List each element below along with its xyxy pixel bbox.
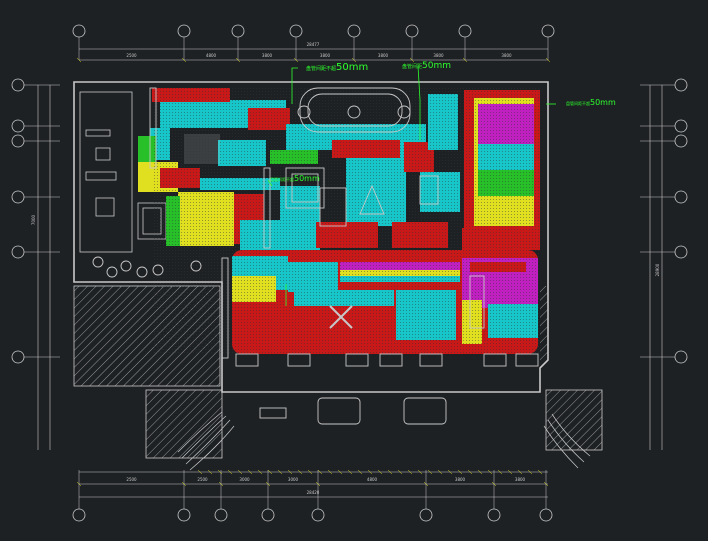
dense-tick: [337, 469, 343, 475]
dense-tick: [497, 469, 503, 475]
dense-tick: [347, 469, 353, 475]
dense-tick: [307, 469, 313, 475]
annotation-value: 50mm: [336, 62, 369, 73]
dense-tick: [507, 469, 513, 475]
annotation-value: 50mm: [294, 174, 320, 183]
dense-tick: [517, 469, 523, 475]
dimension-ticks: [76, 57, 551, 487]
dense-tick: [367, 469, 373, 475]
segment-dim-label: 3800: [378, 53, 389, 58]
dense-tick: [357, 469, 363, 475]
annotation-prefix: 盘管间距不超: [270, 177, 294, 182]
dense-tick: [457, 469, 463, 475]
dense-tick: [467, 469, 473, 475]
bottom-total-dim: 28420: [307, 490, 320, 495]
dense-tick: [437, 469, 443, 475]
annotation-prefix: 盘管间距: [402, 64, 423, 70]
annotation-value: 50mm: [422, 61, 452, 71]
dense-tick: [487, 469, 493, 475]
dense-tick: [277, 469, 283, 475]
top-segment-dims: 2500 4800 3800 3800 3800 3800 3800: [126, 53, 512, 58]
bottom-axis-bubbles: [72, 508, 553, 522]
segment-dim-label: 3800: [433, 53, 444, 58]
stairs: [177, 411, 591, 471]
dense-tick: [377, 469, 383, 475]
annotation-pipe-spacing-1: 盘管间距不超50mm: [306, 62, 368, 73]
dense-tick: [427, 469, 433, 475]
dense-tick: [247, 469, 253, 475]
dense-tick: [397, 469, 403, 475]
annotation-prefix: 盘管间距不超: [566, 101, 590, 106]
segment-dim-label: 3800: [515, 477, 526, 482]
dense-tick: [417, 469, 423, 475]
segment-dim-label: 3000: [288, 477, 299, 482]
dense-tick: [237, 469, 243, 475]
hatched-stair-left: [145, 389, 223, 459]
hatched-stair-right: [545, 389, 603, 451]
interior-walls: [92, 87, 539, 425]
segment-dim-label: 3800: [455, 477, 466, 482]
dense-tick: [477, 469, 483, 475]
segment-dim-label: 3800: [320, 53, 331, 58]
segment-dim-label: 2500: [126, 477, 137, 482]
dense-tick: [287, 469, 293, 475]
dense-tick: [527, 469, 533, 475]
dense-tick: [257, 469, 263, 475]
dense-tick: [207, 469, 213, 475]
dense-tick: [447, 469, 453, 475]
dense-tick: [537, 469, 543, 475]
building-outline: [73, 81, 549, 393]
dense-tick: [217, 469, 223, 475]
dense-tick: [317, 469, 323, 475]
annotation-value: 50mm: [590, 98, 616, 107]
annotation-prefix: 盘管间距不超: [306, 66, 337, 72]
dense-tick: [327, 469, 333, 475]
right-total-dim: 28900: [655, 263, 660, 276]
dense-tick: [267, 469, 273, 475]
dense-tick: [387, 469, 393, 475]
segment-dim-label: 3800: [501, 53, 512, 58]
dense-tick: [197, 469, 203, 475]
segment-dim-label: 4800: [206, 53, 217, 58]
bottom-segment-dims: 2500 2500 3000 3000 4800 3800 3800: [126, 477, 525, 482]
left-total-dim: 7000: [31, 214, 36, 225]
dense-tick: [297, 469, 303, 475]
annotation-pipe-spacing-2: 盘管间距50mm: [402, 61, 451, 71]
annotation-pipe-spacing-3: 盘管间距不超50mm: [566, 98, 616, 107]
dense-tick: [227, 469, 233, 475]
segment-dim-label: 3000: [239, 477, 250, 482]
dense-ticks: [197, 469, 543, 475]
segment-dim-label: 3800: [262, 53, 273, 58]
annotation-leaders: [267, 65, 556, 306]
hatched-strip-right: [540, 286, 548, 366]
segment-dim-label: 4800: [367, 477, 378, 482]
top-total-dim: 28477: [307, 42, 320, 47]
dense-tick: [407, 469, 413, 475]
axis-leaders: [24, 37, 675, 509]
segment-dim-label: 2500: [126, 53, 137, 58]
segment-dim-label: 2500: [197, 477, 208, 482]
annotation-pipe-spacing-4: 盘管间距不超50mm: [270, 174, 320, 183]
